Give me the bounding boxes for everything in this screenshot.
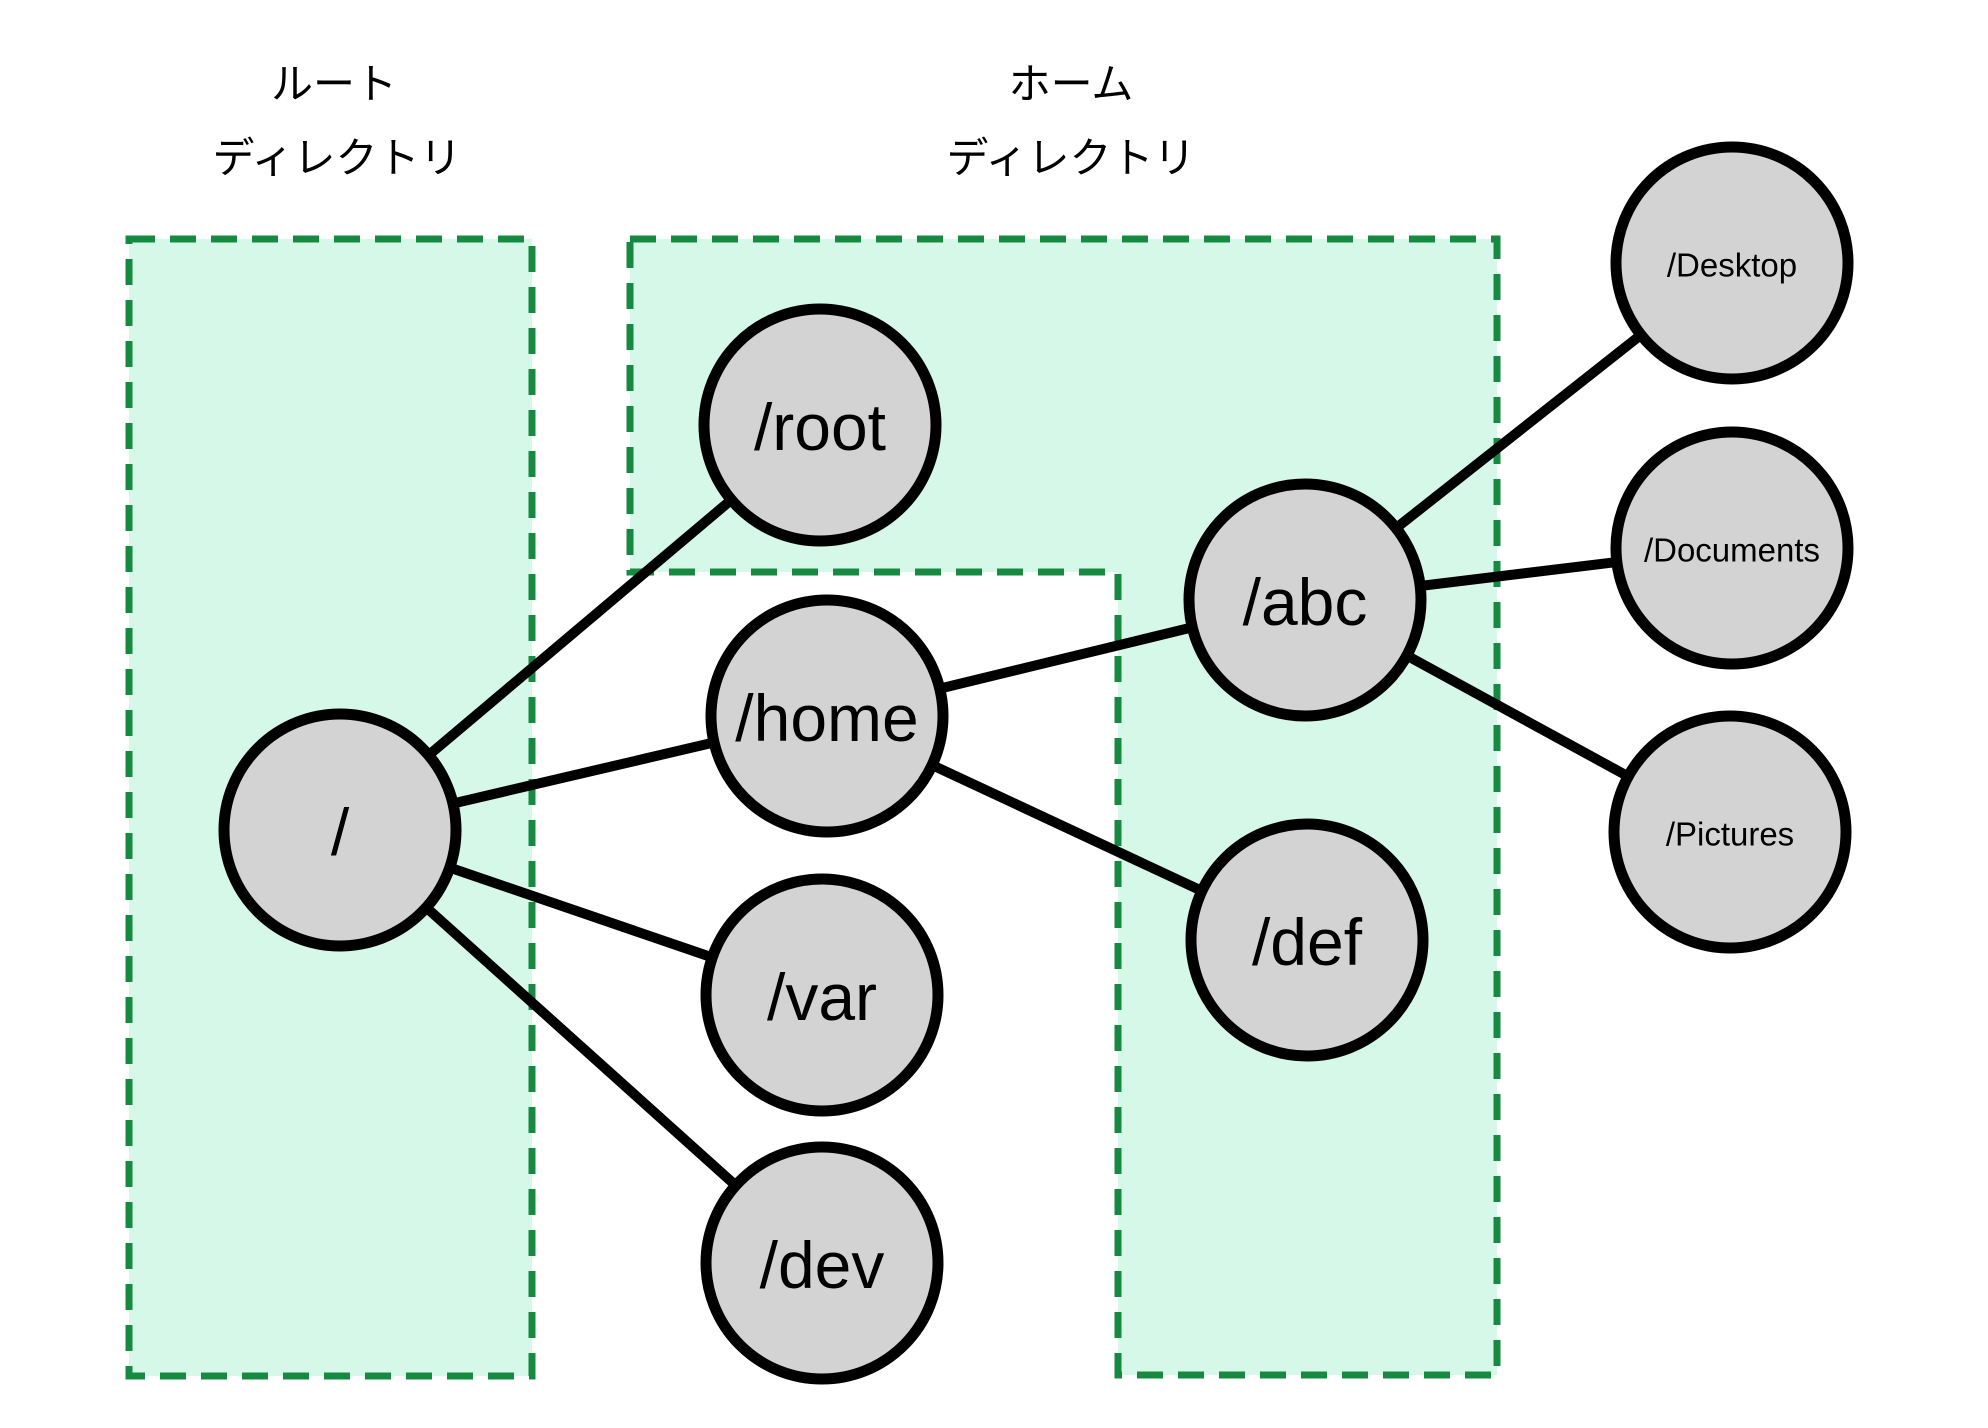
node-abc-circle xyxy=(1183,478,1427,722)
node-documents: /Documents xyxy=(1610,426,1854,670)
node-abc: /abc xyxy=(1183,478,1427,722)
node-home-label: /home xyxy=(735,681,918,755)
node-def-circle xyxy=(1185,818,1429,1062)
node-pictures-label: /Pictures xyxy=(1666,816,1794,853)
node-dev-circle xyxy=(700,1141,944,1385)
node-abc-label: /abc xyxy=(1243,565,1368,639)
node-documents-circle xyxy=(1610,426,1854,670)
node-var-label: /var xyxy=(767,960,877,1034)
root-region-label-line1: ルート xyxy=(271,61,397,108)
nodes: / /root /home /var /dev /abc /def /Desk xyxy=(218,141,1854,1385)
node-slash-circle xyxy=(218,708,462,952)
node-var-circle xyxy=(700,873,944,1117)
node-slash-label: / xyxy=(331,795,350,869)
node-var: /var xyxy=(700,873,944,1117)
node-pictures-circle xyxy=(1608,710,1852,954)
node-def: /def xyxy=(1185,818,1429,1062)
node-root: /root xyxy=(698,303,942,547)
root-region-label-line2: ディレクトリ xyxy=(212,135,461,182)
node-root-circle xyxy=(698,303,942,547)
node-slash: / xyxy=(218,708,462,952)
node-documents-label: /Documents xyxy=(1644,532,1820,569)
region-labels: ルート ディレクトリ ホーム ディレクトリ xyxy=(212,61,1195,182)
node-dev-label: /dev xyxy=(760,1228,885,1302)
node-desktop: /Desktop xyxy=(1610,141,1854,385)
home-region-label-line2: ディレクトリ xyxy=(946,135,1195,182)
node-dev: /dev xyxy=(700,1141,944,1385)
node-desktop-label: /Desktop xyxy=(1667,247,1797,284)
node-def-label: /def xyxy=(1252,905,1363,979)
node-root-label: /root xyxy=(754,390,886,464)
node-desktop-circle xyxy=(1610,141,1854,385)
node-home: /home xyxy=(705,594,949,838)
node-pictures: /Pictures xyxy=(1608,710,1852,954)
node-home-circle xyxy=(705,594,949,838)
home-region-label-line1: ホーム xyxy=(1009,61,1134,108)
